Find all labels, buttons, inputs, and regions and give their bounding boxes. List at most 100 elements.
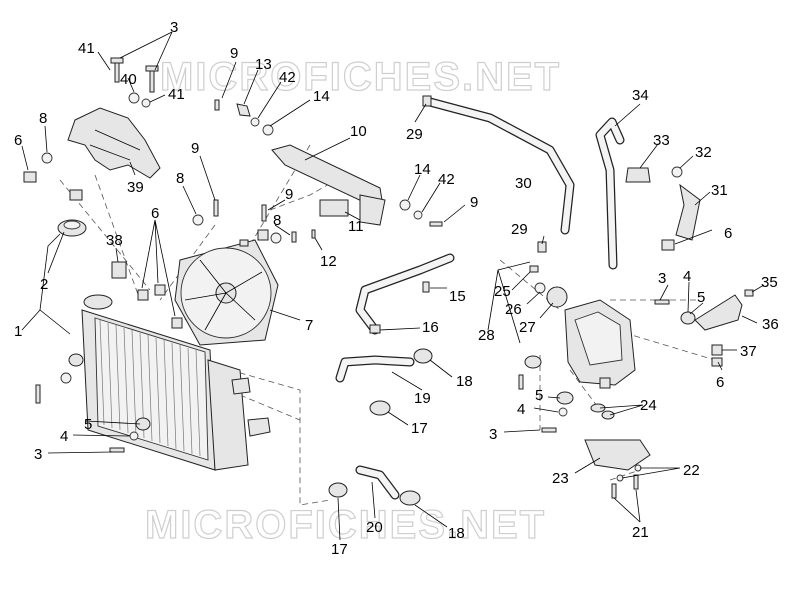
callout-29: 29 (406, 126, 423, 143)
screw-41 (110, 57, 124, 83)
callout-8: 8 (39, 110, 47, 127)
callout-12: 12 (320, 253, 337, 270)
grommet-8-b (270, 232, 282, 244)
callout-9: 9 (191, 140, 199, 157)
screw-9-top (214, 99, 220, 111)
clip-6-left (23, 171, 37, 183)
callout-9: 9 (470, 194, 478, 211)
callout-37: 37 (740, 343, 757, 360)
callout-32: 32 (695, 144, 712, 161)
clamp-29-top (422, 95, 432, 107)
leader-lines (21, 31, 765, 541)
callout-25: 25 (494, 283, 511, 300)
callout-6: 6 (716, 374, 724, 391)
callout-2: 2 (40, 276, 48, 293)
callout-41: 41 (78, 40, 95, 57)
rubber-5-left (68, 353, 84, 367)
callout-14: 14 (313, 88, 330, 105)
callout-4: 4 (60, 428, 68, 445)
screw-9-right (429, 221, 443, 227)
callout-3: 3 (34, 446, 42, 463)
callout-7: 7 (305, 317, 313, 334)
callout-18: 18 (448, 525, 465, 542)
screw-3-bracket (654, 299, 670, 305)
callout-31: 31 (711, 182, 728, 199)
callout-1: 1 (14, 323, 22, 340)
screw-9-b (261, 204, 267, 222)
screw-3-tank-a (518, 374, 524, 390)
watermark-bottom: MICROFICHES.NET (145, 503, 546, 547)
callout-9: 9 (230, 45, 238, 62)
callout-6: 6 (724, 225, 732, 242)
callout-4: 4 (517, 401, 525, 418)
callout-15: 15 (449, 288, 466, 305)
callout-35: 35 (761, 274, 778, 291)
callout-6: 6 (151, 205, 159, 222)
callout-27: 27 (519, 319, 536, 336)
callout-9: 9 (285, 186, 293, 203)
callout-40: 40 (120, 71, 137, 88)
screw-35 (744, 289, 754, 297)
callout-41: 41 (168, 86, 185, 103)
radiator-side-cover (67, 107, 161, 179)
callout-13: 13 (255, 56, 272, 73)
screw-12 (311, 229, 316, 239)
clip-13 (236, 103, 251, 117)
callout-28: 28 (478, 327, 495, 344)
nut-37 (711, 344, 723, 356)
callout-22: 22 (683, 462, 700, 479)
nut-6 (239, 239, 249, 247)
screw-3-tank-b (541, 427, 557, 433)
callout-34: 34 (632, 87, 649, 104)
callout-4: 4 (683, 268, 691, 285)
screw-21-b (633, 474, 639, 490)
clamp-17-bottom (328, 482, 348, 498)
clamp-17-top (369, 400, 391, 416)
bushing-4-left (60, 372, 72, 384)
fitting-15 (422, 281, 430, 293)
clamp-18-bottom (399, 490, 421, 506)
callout-labels: 41 3 40 41 8 6 39 9 13 42 14 10 29 30 34… (14, 19, 779, 558)
callout-3: 3 (170, 19, 178, 36)
callout-39: 39 (127, 179, 144, 196)
callout-17: 17 (331, 541, 348, 558)
callout-14: 14 (414, 161, 431, 178)
watermark-top: MICROFICHES.NET (160, 55, 561, 99)
washer-26 (534, 282, 546, 294)
callout-18: 18 (456, 373, 473, 390)
clip-6-b (154, 284, 166, 296)
rubber-5-bracket (680, 311, 696, 325)
bracket-31 (675, 183, 701, 241)
screw-8-c (291, 231, 297, 243)
callout-24: 24 (640, 397, 657, 414)
callout-20: 20 (366, 519, 383, 536)
rubber-5-tank-a (524, 355, 542, 369)
screw-3-top (145, 65, 159, 93)
callout-30: 30 (515, 175, 532, 192)
callout-38: 38 (106, 232, 123, 249)
callout-3: 3 (489, 426, 497, 443)
callout-42: 42 (438, 171, 455, 188)
grommet-8 (41, 152, 53, 164)
bracket-23 (584, 439, 651, 471)
nut-40 (128, 92, 140, 104)
hose-15 (355, 253, 455, 335)
clip-6-c (171, 317, 183, 329)
screw-9-a (213, 199, 219, 217)
hose-30 (425, 97, 575, 235)
clip-6-a (137, 289, 149, 301)
callout-8: 8 (273, 212, 281, 229)
callout-8: 8 (176, 170, 184, 187)
callout-11: 11 (348, 218, 364, 235)
washer-42-right (413, 210, 423, 220)
callout-19: 19 (414, 390, 431, 407)
callout-23: 23 (552, 470, 569, 487)
callout-5: 5 (535, 387, 543, 404)
overflow-hose-34 (595, 117, 625, 270)
washer-14-top (262, 124, 274, 136)
clip-6-right (661, 239, 675, 251)
callout-3: 3 (658, 270, 666, 287)
callout-42: 42 (279, 69, 296, 86)
callout-6: 6 (14, 132, 22, 149)
